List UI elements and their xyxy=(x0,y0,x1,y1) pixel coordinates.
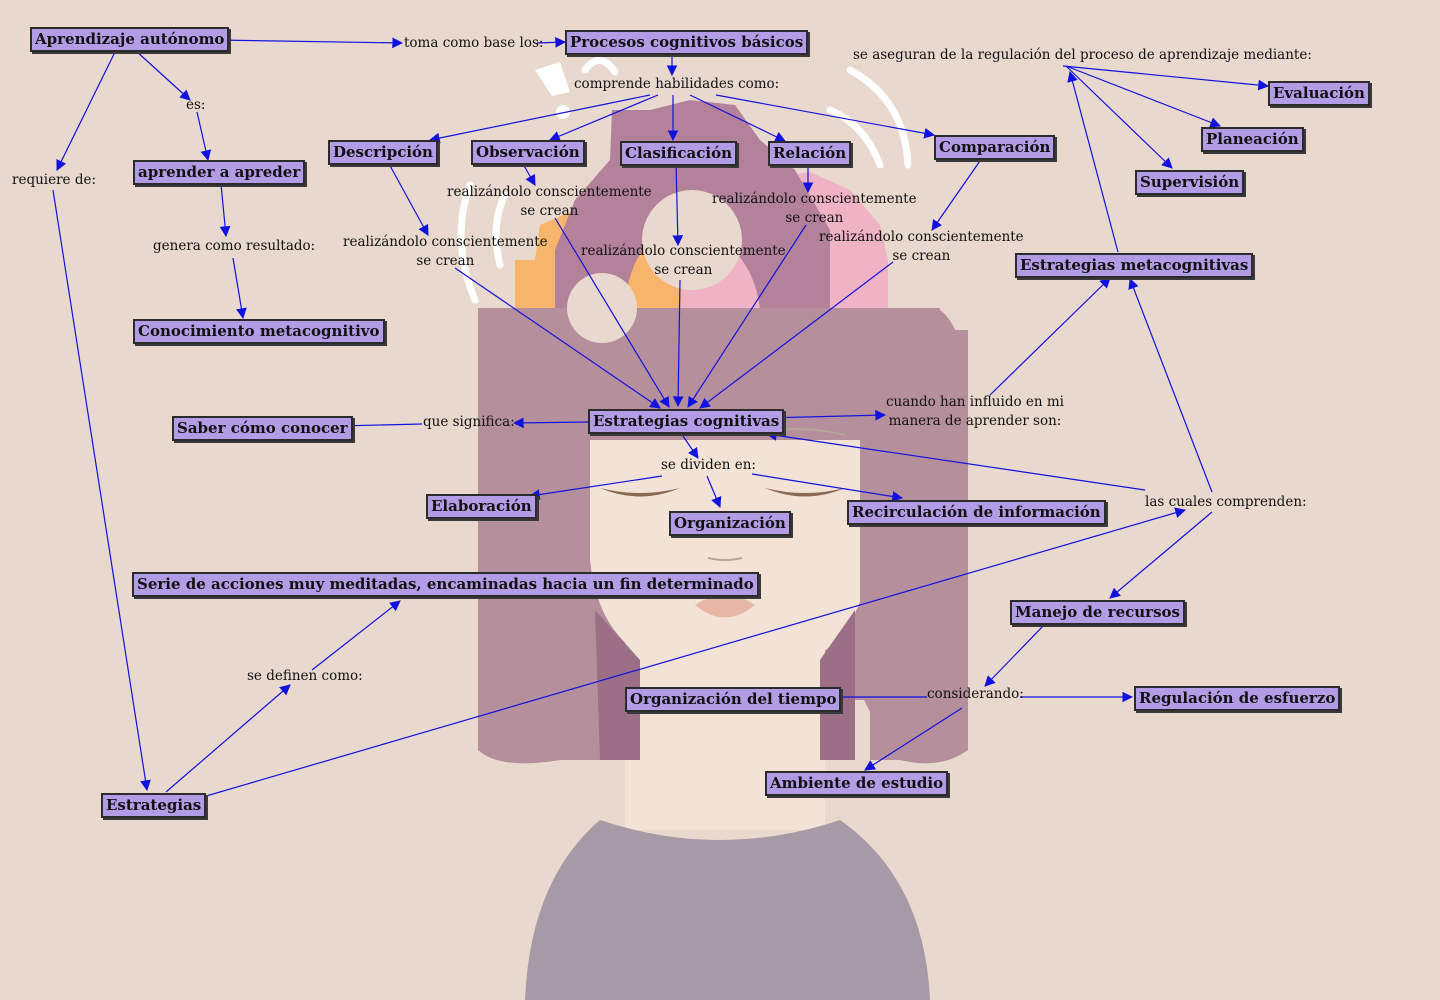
concept-recirculacion[interactable]: Recirculación de información xyxy=(847,500,1106,525)
concept-aprender-a-aprender[interactable]: aprender a apreder xyxy=(133,160,305,185)
concept-ambiente-estudio[interactable]: Ambiente de estudio xyxy=(765,771,948,796)
link xyxy=(135,50,190,100)
concept-clasificacion[interactable]: Clasificación xyxy=(620,141,737,166)
phrase-comprende-habilidades: comprende habilidades como: xyxy=(574,75,779,94)
phrase-se-aseguran: se aseguran de la regulación del proceso… xyxy=(853,46,1312,65)
link xyxy=(216,40,402,43)
concept-regulacion-esfuerzo[interactable]: Regulación de esfuerzo xyxy=(1134,686,1340,711)
link xyxy=(430,95,650,140)
concept-conocimiento-metacognitivo[interactable]: Conocimiento metacognitivo xyxy=(133,319,385,344)
link xyxy=(707,476,720,507)
phrase-toma-como-base: toma como base los: xyxy=(404,34,543,53)
concept-elaboracion[interactable]: Elaboración xyxy=(426,494,537,519)
phrase-line: realizándolo conscientemente xyxy=(343,233,548,252)
link xyxy=(865,708,962,770)
concept-comparacion[interactable]: Comparación xyxy=(934,135,1055,160)
concept-aprendizaje-autonomo[interactable]: Aprendizaje autónomo xyxy=(30,27,229,52)
concept-descripcion[interactable]: Descripción xyxy=(328,140,438,165)
link xyxy=(514,422,590,423)
concept-planeacion[interactable]: Planeación xyxy=(1201,127,1304,152)
concept-procesos-cognitivos[interactable]: Procesos cognitivos básicos xyxy=(565,30,808,55)
concept-estrategias[interactable]: Estrategias xyxy=(101,793,206,818)
phrase-line: se crean xyxy=(712,209,917,228)
phrase-line: se crean xyxy=(581,261,786,280)
phrase-realizandolo-descripcion: realizándolo conscientemente se crean xyxy=(343,233,548,271)
link xyxy=(530,476,662,496)
link xyxy=(716,95,934,135)
link xyxy=(312,601,400,670)
phrase-line: realizándolo conscientemente xyxy=(819,228,1024,247)
link xyxy=(1063,66,1268,86)
link xyxy=(676,162,678,245)
link xyxy=(990,278,1110,395)
link xyxy=(683,436,698,458)
phrase-considerando: considerando: xyxy=(927,685,1024,704)
link xyxy=(700,262,893,408)
concept-estrategias-cognitivas[interactable]: Estrategias cognitivas xyxy=(588,409,784,434)
link xyxy=(388,162,428,235)
link xyxy=(985,624,1045,686)
link xyxy=(1070,72,1118,252)
phrase-realizandolo-relacion: realizándolo conscientemente se crean xyxy=(712,190,917,228)
phrase-line: cuando han influido en mi xyxy=(886,393,1064,412)
phrase-realizandolo-comparacion: realizándolo conscientemente se crean xyxy=(819,228,1024,266)
concept-estrategias-metacognitivas[interactable]: Estrategias metacognitivas xyxy=(1015,253,1253,278)
phrase-line: se crean xyxy=(447,202,652,221)
phrase-line: se crean xyxy=(343,252,548,271)
concept-serie-acciones[interactable]: Serie de acciones muy meditadas, encamin… xyxy=(132,572,759,597)
phrase-genera-resultado: genera como resultado: xyxy=(153,237,315,256)
link xyxy=(522,162,535,185)
phrase-realizandolo-clasificacion: realizándolo conscientemente se crean xyxy=(581,242,786,280)
concept-evaluacion[interactable]: Evaluación xyxy=(1268,81,1370,106)
concept-supervision[interactable]: Supervisión xyxy=(1135,170,1244,195)
phrase-cuando-influido: cuando han influido en mi manera de apre… xyxy=(886,393,1064,431)
link xyxy=(197,112,208,160)
link xyxy=(233,258,243,318)
link xyxy=(550,95,658,140)
link xyxy=(767,434,1145,490)
phrase-las-cuales: las cuales comprenden: xyxy=(1145,493,1307,512)
link xyxy=(53,190,147,790)
phrase-line: realizándolo conscientemente xyxy=(447,183,652,202)
concept-manejo-recursos[interactable]: Manejo de recursos xyxy=(1010,600,1185,625)
phrase-realizandolo-observacion: realizándolo conscientemente se crean xyxy=(447,183,652,221)
link xyxy=(1066,66,1220,126)
phrase-se-definen: se definen como: xyxy=(247,667,363,686)
link xyxy=(752,474,902,498)
concept-relacion[interactable]: Relación xyxy=(768,141,851,166)
concept-organizacion[interactable]: Organización xyxy=(669,511,791,536)
link xyxy=(189,510,1185,801)
link xyxy=(455,268,660,408)
phrase-line: se crean xyxy=(819,247,1024,266)
link xyxy=(166,685,290,792)
link xyxy=(678,280,680,406)
link xyxy=(690,95,785,141)
link xyxy=(1110,512,1212,598)
concept-organizacion-tiempo[interactable]: Organización del tiempo xyxy=(625,687,841,712)
link xyxy=(221,184,226,236)
phrase-line: realizándolo conscientemente xyxy=(581,242,786,261)
phrase-line: realizándolo conscientemente xyxy=(712,190,917,209)
concept-saber-como-conocer[interactable]: Saber cómo conocer xyxy=(172,416,353,441)
phrase-line: manera de aprender son: xyxy=(886,412,1064,431)
link xyxy=(57,50,116,170)
link xyxy=(1130,279,1212,492)
link xyxy=(932,158,982,230)
concept-observacion[interactable]: Observación xyxy=(471,140,585,165)
phrase-se-dividen: se dividen en: xyxy=(661,456,756,475)
phrase-requiere-de: requiere de: xyxy=(12,171,96,190)
phrase-que-significa: que significa: xyxy=(423,413,515,432)
phrase-es: es: xyxy=(186,96,205,115)
